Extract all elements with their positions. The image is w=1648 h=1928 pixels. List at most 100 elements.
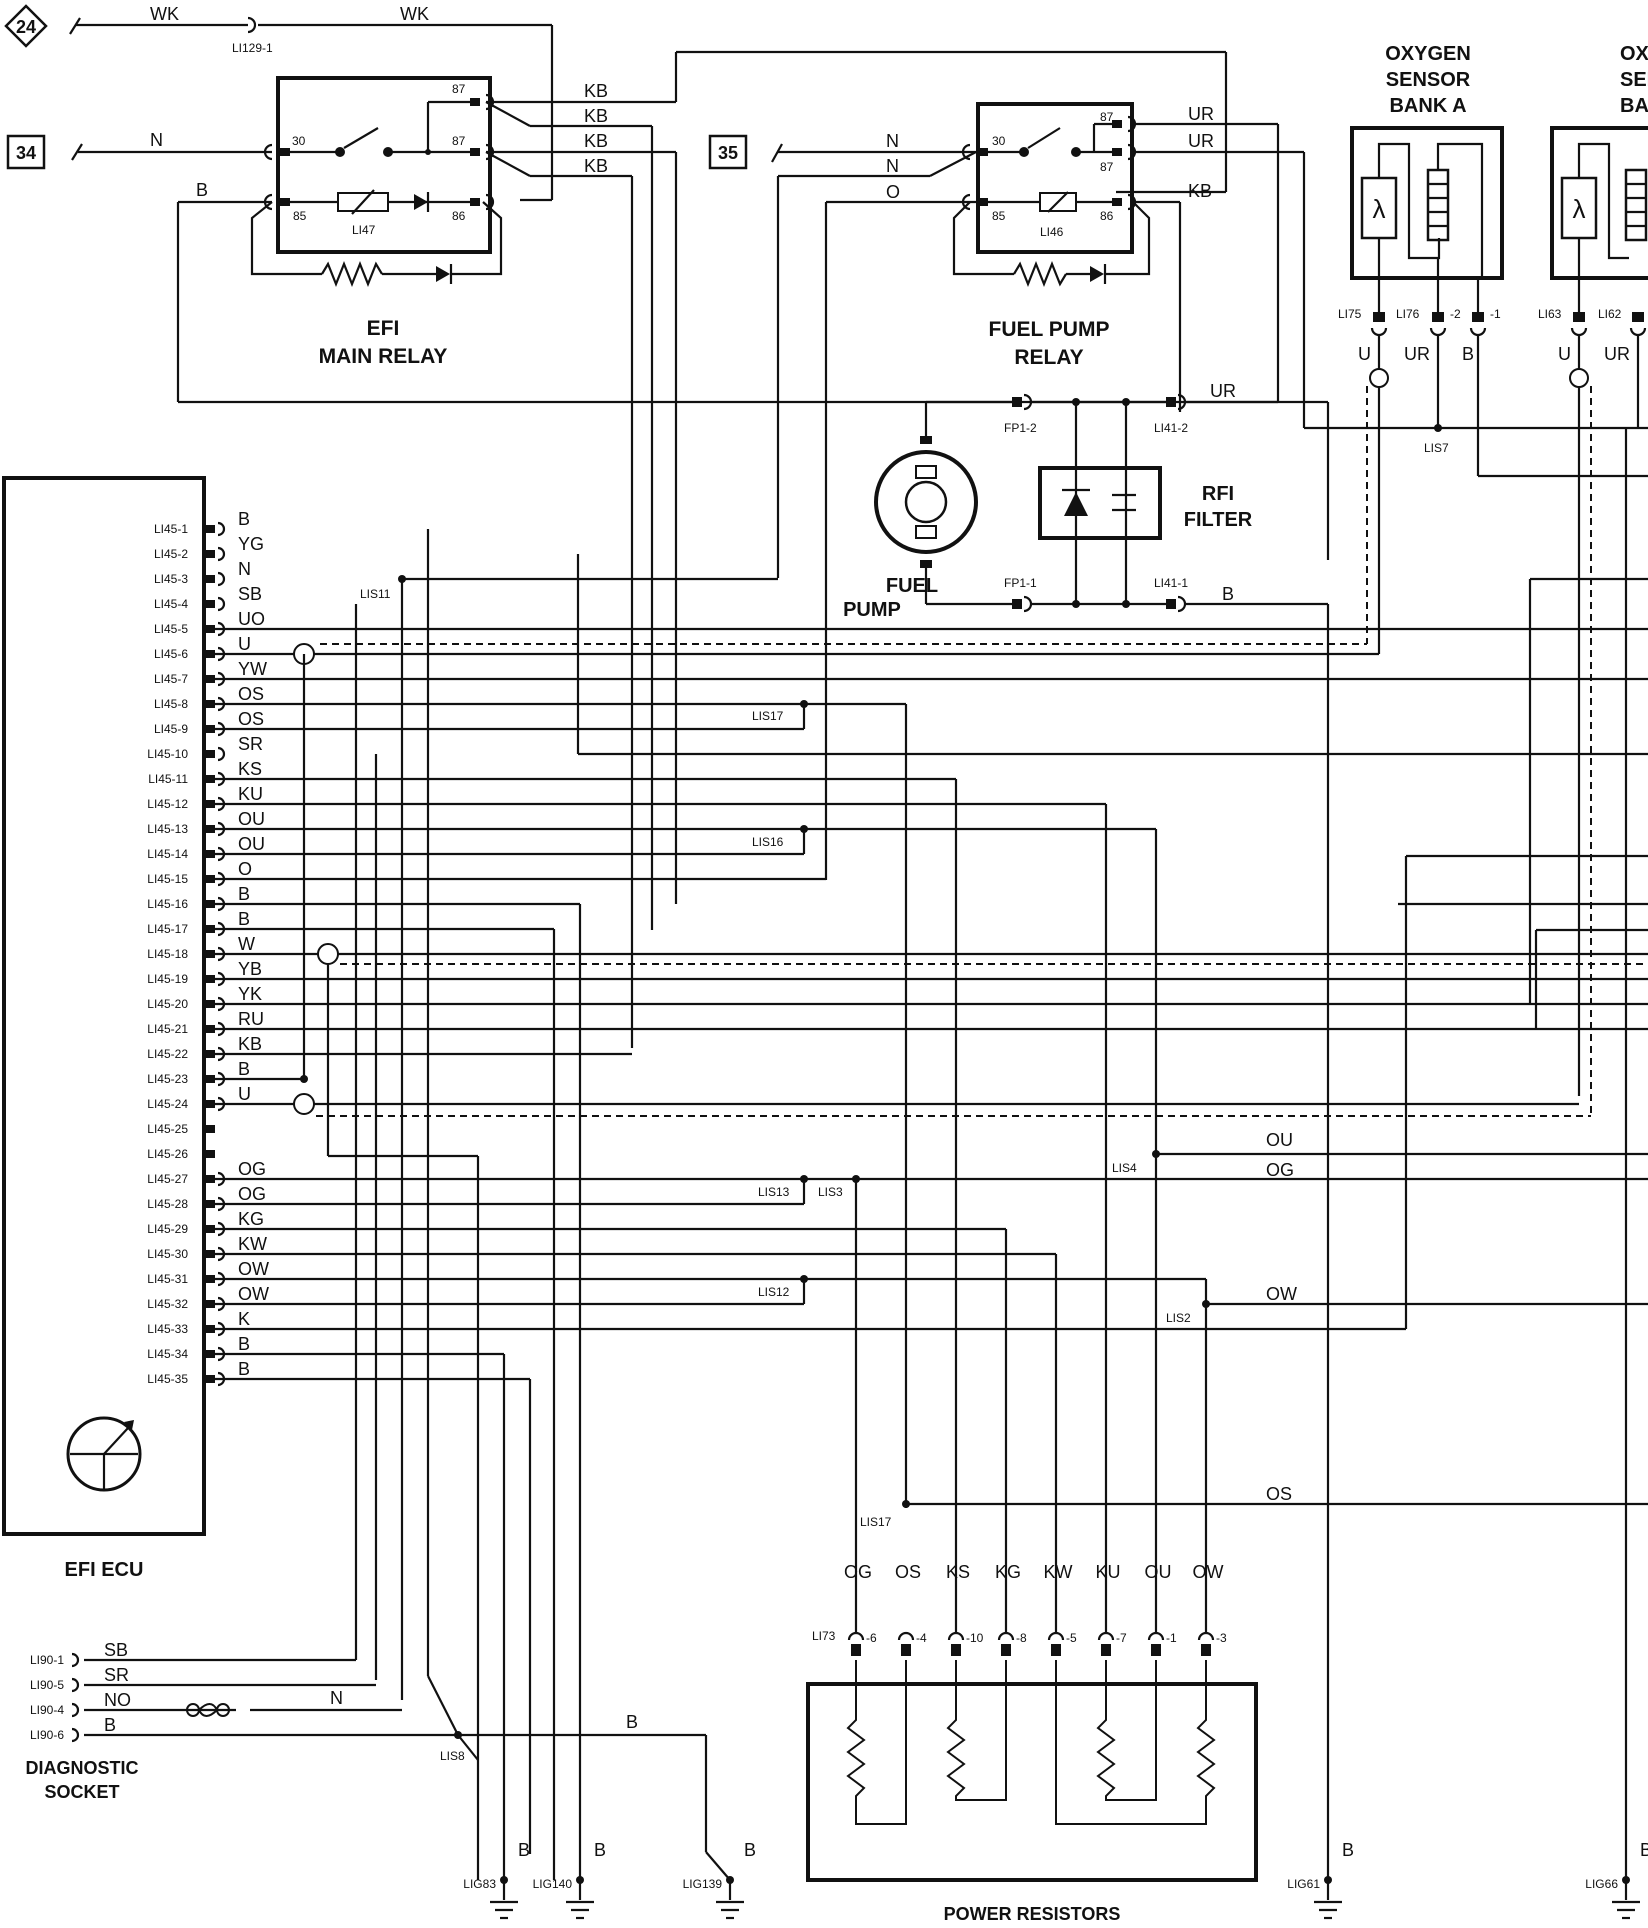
ecu-pin-label: LI45-4 [154,597,188,611]
ecu-pin-label: LI45-13 [147,822,188,836]
relay-pin-86: 86 [452,209,466,223]
wire-label-o2-ur-a: UR [1404,344,1430,364]
resistor-pin-label: -6 [866,1631,877,1645]
diag-wire-label-b: B [626,1712,638,1732]
ecu-pin-label: LI45-8 [154,697,188,711]
resistor-pin-label: -7 [1116,1631,1127,1645]
fp-relay-pin-30: 30 [992,134,1006,148]
resistor-pin-5: KW-5 [1044,1562,1077,1656]
n-feed-wire-34: N [71,130,272,161]
wire-label-o-35: O [886,182,900,202]
wire-label-n-35b: N [886,156,899,176]
relay-pin-30: 30 [292,134,306,148]
connector-lis4: LIS4 [1112,1161,1137,1175]
rfi-filter-title-2: FILTER [1184,509,1253,531]
ecu-wire-label: B [238,1059,250,1079]
ref-marker-35: 35 [708,134,748,170]
diag-title-2: SOCKET [44,1782,119,1802]
ecu-wire-label: N [238,559,251,579]
ecu-wire-label: OS [238,684,264,704]
fuel-pump-title-2: PUMP [843,599,901,621]
resistor-wire-label: OS [895,1562,921,1582]
ecu-wire-label: YB [238,959,262,979]
wire-label-wk-1: WK [150,4,179,24]
resistor-pin-1: OG-6 [844,1562,877,1656]
ref-34-label: 34 [16,143,36,163]
resistor-wire-label: KS [946,1562,970,1582]
o2-bank-a-title-1: OXYGEN [1385,43,1471,65]
power-resistors-title: POWER RESISTORS [944,1904,1121,1924]
ecu-wire-label: SB [238,584,262,604]
ecu-pin-label: LI45-25 [147,1122,188,1136]
wk-feed-wire: WK WK LI129-1 [69,4,554,202]
resistor-pin-label: -4 [916,1631,927,1645]
resistor-wire-label: OU [1145,1562,1172,1582]
ecu-pin-label: LI45-21 [147,1022,188,1036]
ecu-wire-label: RU [238,1009,264,1029]
ecu-wire-label: KU [238,784,263,804]
efi-main-relay: 30 87 87 85 86 LI47 EFI MAIN RELAY [250,76,503,368]
connector-lis3: LIS3 [818,1185,843,1199]
o2-bank-b-title-2: SENSOR [1620,69,1648,91]
ecu-wire-label: OU [238,834,265,854]
ref-marker-34: 34 [6,134,46,170]
diag-pin-label: LI90-6 [30,1728,64,1742]
wire-label-o2-ur-b: UR [1604,344,1630,364]
connector-li47: LI47 [352,223,376,237]
fp-relay-pin-87b: 87 [1100,160,1114,174]
ecu-wire-label: OW [238,1284,269,1304]
ecu-wire-label: K [238,1309,250,1329]
ground-lig66: B LIG66 [1585,1840,1648,1920]
ecu-wire-label: OU [238,809,265,829]
rfi-diode-icon [1064,492,1088,516]
connector-lis17a: LIS17 [752,709,784,723]
fuel-pump-relay: 30 87 87 85 86 LI46 FUEL PUMP RELAY [952,102,1151,369]
wire-label-b-filter: B [1222,584,1234,604]
efi-main-relay-title-2: MAIN RELAY [319,345,448,368]
connector-lis12: LIS12 [758,1285,790,1299]
ecu-pin-label: LI45-15 [147,872,188,886]
connector-li63: LI63 [1538,307,1562,321]
ecu-pin-label: LI45-18 [147,947,188,961]
resistor-wire-label: KG [995,1562,1021,1582]
ecu-pin-label: LI45-27 [147,1172,188,1186]
ecu-wire-label: YK [238,984,262,1004]
fuel-pump-motor-icon [874,450,978,554]
ground-wire-label: B [518,1840,530,1860]
ecu-wire-label: YG [238,534,264,554]
o2-bank-b-title-1: OXYGEN [1620,43,1648,65]
resistor-pin-3: KS-10 [946,1562,984,1656]
ecu-wire-label: B [238,909,250,929]
ecu-pin-label: LI45-6 [154,647,188,661]
resistor-pin-4: KG-8 [995,1562,1027,1656]
ground-connector-label: LIG61 [1287,1877,1320,1891]
connector-lis11: LIS11 [360,587,391,601]
connector-li46: LI46 [1040,225,1064,239]
connector-li62: LI62 [1598,307,1622,321]
ground-connector-label: LIG66 [1585,1877,1618,1891]
ecu-wire-label: KB [238,1034,262,1054]
ground-wire-label: B [1640,1840,1648,1860]
resistor-pin-6: KU-7 [1095,1562,1127,1656]
oxygen-sensor-bank-a: OXYGEN SENSOR BANK A λ LI75 LI76 -2 -1 U… [1338,43,1648,654]
ecu-wire-label: B [238,884,250,904]
ground-wire-label: B [744,1840,756,1860]
lambda-symbol-b: λ [1573,194,1586,224]
fuel-relay-outputs: UR UR KB [1134,104,1648,430]
wire-label-n-34: N [150,130,163,150]
